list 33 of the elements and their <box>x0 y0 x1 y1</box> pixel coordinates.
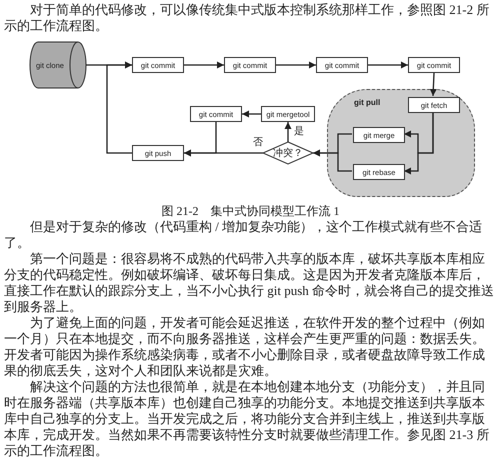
node-label: 冲突？ <box>273 146 303 160</box>
arrow <box>184 62 224 68</box>
process-box <box>261 106 315 122</box>
arrow <box>368 62 408 68</box>
body-paragraph: 为了避免上面的问题，开发者可能会延迟推送，在软件开发的整个过程中（例如一个月）只在本地提交，而不向服务器推送，这样会产生更严重的问题：数据丢失。开发者可能因为操作系统感染病毒，或者不小心删除目录，或者硬盘故障导致工作成果的彻底丢失，这对个人和团队来说都是灾难。 <box>4 315 486 379</box>
process-box <box>132 57 184 73</box>
git-pull-group <box>327 89 475 197</box>
arrow <box>313 150 352 172</box>
body-paragraph: 对于简单的代码修改，可以像传统集中式版本控制系统那样工作，参照图 21-2 所示的工作流程图。 <box>4 2 490 34</box>
edge-label: 是 <box>293 126 305 137</box>
body-paragraph: 解决这个问题的方法也很简单，就是在本地创建本地分支（功能分支），并且同时在服务器端（共享版本库）也创建自己独享的功能分支。本地提交推送到共享版本库中自己独享的分支上。当开发完成之后，将功能分支合并到主线上，推送到共享版本库，完成开发。当然如果不再需要该特性分支时就要做些清理工作。参见图 21-3 所示的工作流程图。 <box>4 379 490 459</box>
arrow <box>106 62 132 154</box>
process-box <box>316 57 368 73</box>
arrow <box>284 122 292 142</box>
body-paragraph: 第一个问题是：很容易将不成熟的代码带入共享的版本库，破坏共享版本库相应分支的代码稳定性。例如破坏编译、破坏每日集成。这是因为开发者克隆版本库后，直接工作在默认的跟踪分支上，当不小心执行 git push 命令时，就会将自己的提交推送到服务器上。 <box>4 251 496 315</box>
process-box <box>408 57 460 73</box>
process-box <box>353 164 405 180</box>
arrow <box>404 112 434 174</box>
process-box <box>224 57 276 73</box>
edge-label: 否 <box>252 137 264 148</box>
arrow <box>184 122 217 156</box>
arrow <box>276 62 316 68</box>
process-box <box>132 145 184 161</box>
repository-cylinder <box>30 42 86 88</box>
arrow <box>430 72 437 96</box>
process-box <box>408 97 460 113</box>
figure-caption: 图 21-2 集中式协同模型工作流 1 <box>160 203 340 220</box>
decision-diamond <box>263 142 313 164</box>
process-box <box>190 106 242 122</box>
group-heading: git pull <box>354 98 380 107</box>
body-paragraph: 但是对于复杂的修改（代码重构 / 增加复杂功能），这个工作模式就有些不合适了。 <box>4 219 484 251</box>
process-box <box>353 127 405 143</box>
arrow <box>242 110 261 118</box>
